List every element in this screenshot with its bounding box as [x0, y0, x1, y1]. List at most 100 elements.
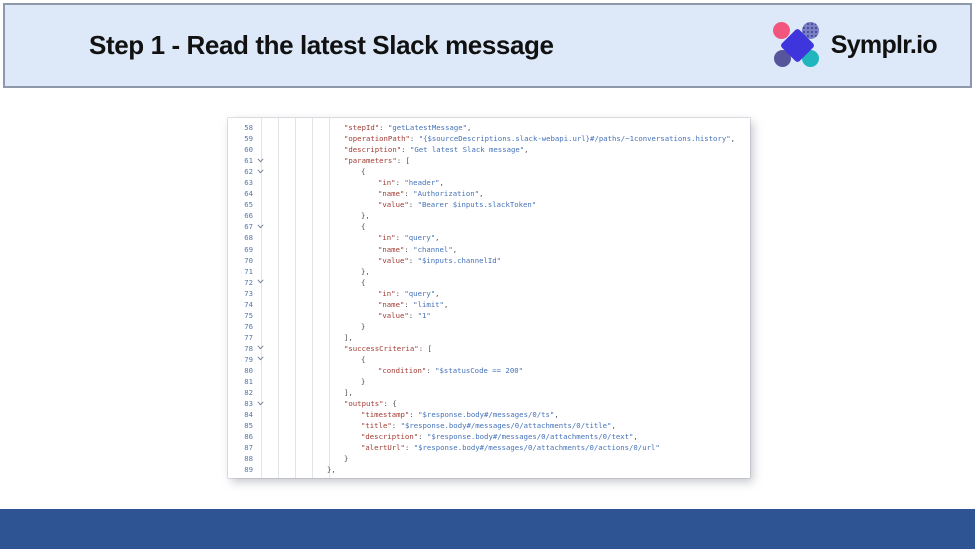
- code-line[interactable]: 67{: [228, 221, 750, 232]
- line-number: 74: [244, 299, 253, 309]
- code-editor-viewport[interactable]: 58"stepId": "getLatestMessage",59 "operat…: [228, 118, 750, 478]
- code-line[interactable]: 68"in": "query",: [228, 232, 750, 243]
- code-text: {: [361, 277, 366, 287]
- line-number: 60: [244, 145, 253, 155]
- code-text: "value": "Bearer $inputs.slackToken": [378, 200, 537, 210]
- chevron-down-icon[interactable]: [257, 278, 264, 285]
- line-number: 61: [244, 156, 253, 166]
- indent-guide: [312, 118, 313, 478]
- code-line[interactable]: 64"name": "Authorization",: [228, 188, 750, 199]
- line-number: 65: [244, 200, 253, 210]
- line-number: 71: [244, 266, 253, 276]
- code-line[interactable]: 70"value": "$inputs.channelId": [228, 255, 750, 266]
- logo-circle-dotted-icon: [801, 22, 819, 39]
- code-text: "name": "channel",: [378, 244, 458, 254]
- line-number: 62: [244, 167, 253, 177]
- chevron-down-icon[interactable]: [257, 400, 264, 407]
- chevron-down-icon[interactable]: [257, 344, 264, 351]
- code-line[interactable]: 74 "name": "limit",: [228, 299, 750, 310]
- code-text: "parameters": [: [344, 156, 410, 166]
- line-number: 87: [244, 443, 253, 453]
- chevron-down-icon[interactable]: [257, 168, 264, 175]
- line-number: 85: [244, 421, 253, 431]
- code-line[interactable]: 75 "value": "1": [228, 310, 750, 321]
- line-number: 82: [244, 388, 253, 398]
- code-line[interactable]: 81}: [228, 376, 750, 387]
- line-number: 63: [244, 178, 253, 188]
- code-line[interactable]: 80"condition": "$statusCode == 200": [228, 365, 750, 376]
- code-text: {: [361, 167, 366, 177]
- code-text: "title": "$response.body#/messages/0/att…: [361, 421, 616, 431]
- line-number: 67: [244, 222, 253, 232]
- code-line[interactable]: 65 "value": "Bearer $inputs.slackToken": [228, 199, 750, 210]
- code-text: }: [361, 377, 366, 387]
- line-number: 76: [244, 321, 253, 331]
- code-line[interactable]: 62 {: [228, 166, 750, 177]
- code-text: }: [344, 454, 349, 464]
- line-number: 68: [244, 233, 253, 243]
- chevron-down-icon[interactable]: [257, 157, 264, 164]
- code-text: "in": "query",: [378, 288, 440, 298]
- logo-mark-icon: [772, 20, 824, 70]
- code-text: "stepId": "getLatestMessage",: [344, 123, 472, 132]
- code-line[interactable]: 63 "in": "header",: [228, 177, 750, 188]
- code-line[interactable]: 82],: [228, 387, 750, 398]
- code-text: "value": "1": [378, 310, 431, 320]
- logo-circle-pink-icon: [772, 22, 790, 39]
- code-line[interactable]: 85 "title": "$response.body#/messages/0/a…: [228, 420, 750, 431]
- code-text: "value": "$inputs.channelId": [378, 255, 502, 265]
- indent-guide: [261, 118, 262, 478]
- code-line[interactable]: 69 "name": "channel",: [228, 244, 750, 255]
- line-number: 79: [244, 354, 253, 364]
- code-text: {: [361, 354, 366, 364]
- code-line[interactable]: 83"outputs": {: [228, 398, 750, 409]
- line-number: 75: [244, 310, 253, 320]
- chevron-down-icon[interactable]: [257, 355, 264, 362]
- code-line[interactable]: 87 "alertUrl": "$response.body#/messages/…: [228, 442, 750, 453]
- line-number: 80: [244, 366, 253, 376]
- code-line[interactable]: 58"stepId": "getLatestMessage",: [228, 122, 750, 133]
- line-number: 72: [244, 277, 253, 287]
- line-number: 59: [244, 134, 253, 144]
- code-line[interactable]: 84"timestamp": "$response.body#/messages…: [228, 409, 750, 420]
- code-text: "in": "header",: [378, 178, 444, 188]
- code-line[interactable]: 79 {: [228, 354, 750, 365]
- line-number: 73: [244, 288, 253, 298]
- line-number: 64: [244, 189, 253, 199]
- indent-guide: [329, 118, 330, 478]
- footer-bar: [0, 509, 975, 549]
- code-line[interactable]: 76}: [228, 321, 750, 332]
- logo-wordmark: Symplr.io: [830, 30, 938, 59]
- code-text: }: [361, 321, 366, 331]
- code-text: "description": "$response.body#/messages…: [361, 432, 638, 442]
- line-number: 86: [244, 432, 253, 442]
- code-line[interactable]: 66},: [228, 210, 750, 221]
- indent-guide: [278, 118, 279, 478]
- code-text: ],: [344, 388, 353, 398]
- chevron-down-icon[interactable]: [257, 223, 264, 230]
- code-line[interactable]: 71},: [228, 266, 750, 277]
- code-line[interactable]: 86 "description": "$response.body#/messag…: [228, 431, 750, 442]
- code-line[interactable]: 59 "operationPath": "{$sourceDescriptions…: [228, 133, 750, 144]
- code-text: "alertUrl": "$response.body#/messages/0/…: [361, 443, 660, 453]
- code-line[interactable]: 77],: [228, 332, 750, 343]
- code-text: "name": "limit",: [378, 299, 449, 309]
- code-line[interactable]: 60"description": "Get latest Slack messa…: [228, 144, 750, 155]
- code-line[interactable]: 73 "in": "query",: [228, 288, 750, 299]
- logo-circle-purple-icon: [773, 50, 791, 67]
- code-text: ],: [344, 332, 353, 342]
- code-text: "successCriteria": [: [344, 343, 432, 353]
- code-line[interactable]: 88}: [228, 453, 750, 464]
- code-line-list: 58"stepId": "getLatestMessage",59 "operat…: [228, 122, 750, 476]
- symplr-logo: Symplr.io: [772, 20, 938, 70]
- line-number: 81: [244, 377, 253, 387]
- code-editor-panel: 58"stepId": "getLatestMessage",59 "operat…: [228, 118, 750, 478]
- code-text: "timestamp": "$response.body#/messages/0…: [361, 410, 559, 420]
- code-line[interactable]: 89},: [228, 464, 750, 475]
- line-number: 69: [244, 244, 253, 254]
- code-line[interactable]: 61 "parameters": [: [228, 155, 750, 166]
- code-line[interactable]: 72 {: [228, 277, 750, 288]
- code-line[interactable]: 78 "successCriteria": [: [228, 343, 750, 354]
- code-text: "operationPath": "{$sourceDescriptions.s…: [344, 134, 736, 144]
- line-number: 78: [244, 343, 253, 353]
